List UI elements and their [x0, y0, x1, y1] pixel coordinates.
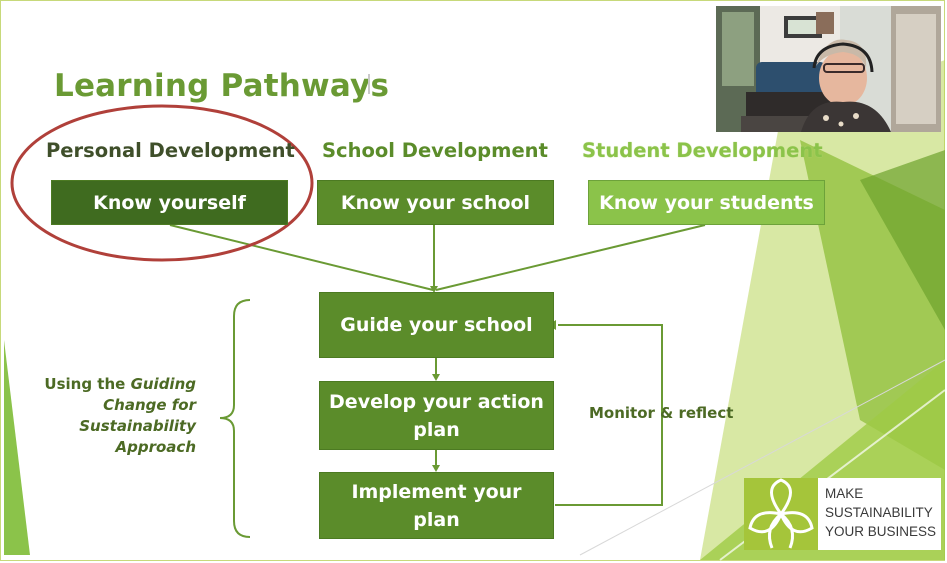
logo-line-1: MAKE — [825, 486, 864, 501]
heading-student-development: Student Development — [582, 139, 823, 162]
connector-personal — [169, 224, 434, 291]
step-implement-plan: Implement your plan — [319, 472, 554, 539]
monitor-loop — [555, 324, 663, 506]
presenter-video-image — [716, 6, 941, 132]
box-know-your-school: Know your school — [317, 180, 554, 225]
step-guide-your-school: Guide your school — [319, 292, 554, 358]
logo-text: MAKE SUSTAINABILITY YOUR BUSINESS — [825, 484, 936, 541]
side-label-approach: Guiding Change for Sustainability Approa… — [79, 375, 196, 456]
slide-title: Learning Pathways — [54, 68, 390, 104]
highlight-circle — [10, 104, 314, 262]
logo-line-3: YOUR BUSINESS — [825, 524, 937, 539]
left-facet — [4, 340, 30, 555]
monitor-reflect-label: Monitor & reflect — [589, 404, 734, 422]
webcam-video — [716, 6, 941, 132]
side-label: Using the Guiding Change for Sustainabil… — [40, 374, 196, 458]
step-develop-action-plan: Develop your action plan — [319, 381, 554, 450]
box-know-your-students: Know your students — [588, 180, 825, 225]
sustainability-logo: MAKE SUSTAINABILITY YOUR BUSINESS — [744, 478, 941, 550]
connector-student — [435, 224, 706, 291]
side-label-prefix: Using the — [44, 375, 126, 393]
heading-personal-development: Personal Development — [46, 139, 295, 162]
bracket — [219, 299, 251, 538]
box-know-yourself: Know yourself — [51, 180, 288, 225]
right-facet-dark — [860, 150, 945, 330]
heading-school-development: School Development — [322, 139, 548, 162]
leaf-logo-icon — [744, 478, 818, 550]
leaf-logo-graphic — [744, 478, 818, 550]
title-cursor — [368, 74, 370, 94]
logo-line-2: SUSTAINABILITY — [825, 505, 933, 520]
